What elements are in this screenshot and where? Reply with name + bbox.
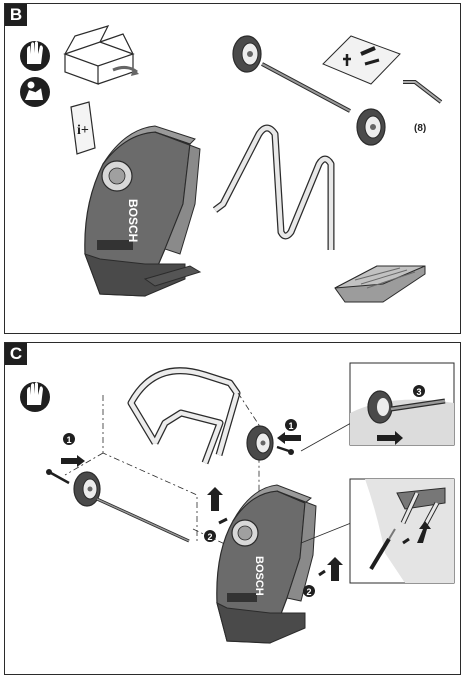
shredder-housing: BOSCH <box>84 125 202 297</box>
push-arrow-icon <box>277 432 301 444</box>
panel-b: B i+ <box>4 3 461 334</box>
panel-c: C 1 <box>4 342 461 675</box>
wheel-icon <box>73 471 101 507</box>
panel-b-letter: B <box>5 4 27 26</box>
panel-b-illustration: i+ BOSCH <box>20 25 443 303</box>
screw-icon <box>50 471 70 485</box>
manual-booklet-icon: i+ <box>70 101 96 155</box>
gloves-icon <box>20 41 50 71</box>
svg-text:2: 2 <box>207 532 212 542</box>
shredder-housing: BOSCH <box>216 484 317 644</box>
wheel-icon <box>246 425 274 461</box>
callout-3-label: 3 <box>416 387 421 397</box>
callout-3-badge <box>413 385 425 397</box>
packaging-box-icon <box>63 25 139 85</box>
svg-text:1: 1 <box>288 421 293 431</box>
screw-icon <box>218 517 228 525</box>
callout-2-badge: 2 <box>303 585 315 597</box>
hex-key-icon: (8) <box>403 80 443 134</box>
callout-2-badge: 2 <box>204 530 216 542</box>
handle-frame <box>127 367 241 465</box>
parts-note: (8) <box>414 123 426 134</box>
callout-1-badge: 1 <box>285 419 297 431</box>
brand-logo: BOSCH <box>253 556 265 596</box>
svg-text:2: 2 <box>306 587 311 597</box>
push-arrow-icon <box>327 557 343 581</box>
push-arrow-icon <box>417 521 431 543</box>
push-arrow-icon <box>377 431 403 445</box>
screw-icon <box>318 569 326 577</box>
read-manual-icon <box>20 77 50 107</box>
svg-text:1: 1 <box>66 435 71 445</box>
brand-logo: BOSCH <box>126 199 140 242</box>
screw-icon <box>402 537 410 545</box>
wheel-icon <box>356 108 386 146</box>
push-arrow-icon <box>207 487 223 511</box>
manual-icon-text: i+ <box>77 123 89 138</box>
screw-icon <box>276 445 290 453</box>
screw-detail-inset <box>349 478 455 584</box>
gloves-icon <box>20 382 50 412</box>
screw-bag-icon <box>322 35 401 85</box>
push-arrow-icon <box>61 455 85 467</box>
pusher-tray <box>334 265 426 303</box>
axle-detail-inset: 3 <box>349 362 455 446</box>
callout-1-badge: 1 <box>63 433 75 445</box>
wheel-icon <box>232 35 262 73</box>
panel-c-letter: C <box>5 343 27 365</box>
panel-c-illustration: 1 1 3 <box>20 362 455 644</box>
handle-frame <box>212 124 335 250</box>
